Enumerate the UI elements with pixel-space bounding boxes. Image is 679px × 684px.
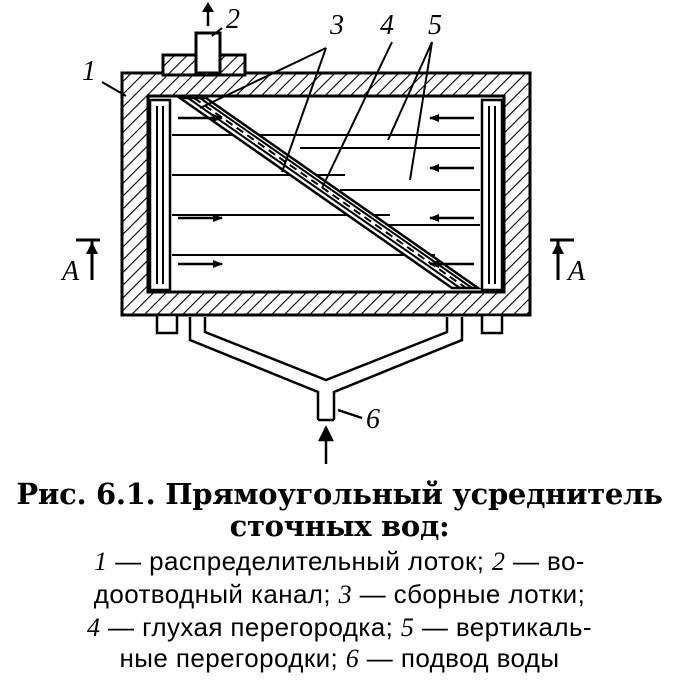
legend-line-3: 4 — глухая перегородка; 5 — вертикаль- [0, 612, 679, 643]
distribution-tray [148, 98, 504, 292]
label-3: 3 [329, 10, 344, 41]
label-6: 6 [366, 404, 380, 435]
section-mark-left [76, 238, 100, 280]
supports [155, 313, 504, 335]
legend-num: 3 [338, 580, 353, 609]
caption-title-line2: сточных вод: [229, 509, 450, 543]
flow-arrows-left [178, 114, 223, 268]
legend-num: 4 [87, 613, 101, 642]
legend-num: 6 [345, 644, 360, 673]
diagonal-partition [176, 96, 482, 290]
legend-num: 1 [94, 547, 108, 576]
section-label-right: A [566, 256, 586, 287]
leader-lines [101, 27, 433, 189]
label-4: 4 [380, 10, 394, 41]
inlet-pipe [188, 317, 464, 464]
section-mark-right [550, 238, 574, 280]
legend-num: 5 [400, 613, 415, 642]
legend-text: — во- [505, 546, 585, 576]
legend-line-2: доотводный канал; 3 — сборные лотки; [0, 579, 679, 610]
label-2: 2 [226, 4, 240, 35]
label-1: 1 [82, 56, 96, 87]
legend-text: — глухая перегородка; [100, 612, 401, 642]
label-5: 5 [428, 10, 442, 41]
legend-text: — вертикаль- [414, 612, 592, 642]
legend-line-1: 1 — распределительный лоток; 2 — во- [0, 546, 679, 577]
legend-line-4: ные перегородки; 6 — подвод воды [0, 643, 679, 674]
tank-wall [120, 71, 532, 317]
caption-title-line1: Рис. 6.1. Прямоугольный усреднитель [16, 477, 663, 511]
drainage-channel [161, 2, 247, 77]
legend-text: ные перегородки; [119, 643, 346, 673]
flow-arrows-right [429, 114, 474, 268]
section-label-left: A [60, 256, 80, 287]
legend-num: 2 [491, 547, 506, 576]
legend-text: — сборные лотки; [352, 579, 586, 609]
legend-text: — подвод воды [359, 643, 560, 673]
legend-text: — распределительный лоток; [107, 546, 492, 576]
legend-text: доотводный канал; [93, 579, 339, 609]
